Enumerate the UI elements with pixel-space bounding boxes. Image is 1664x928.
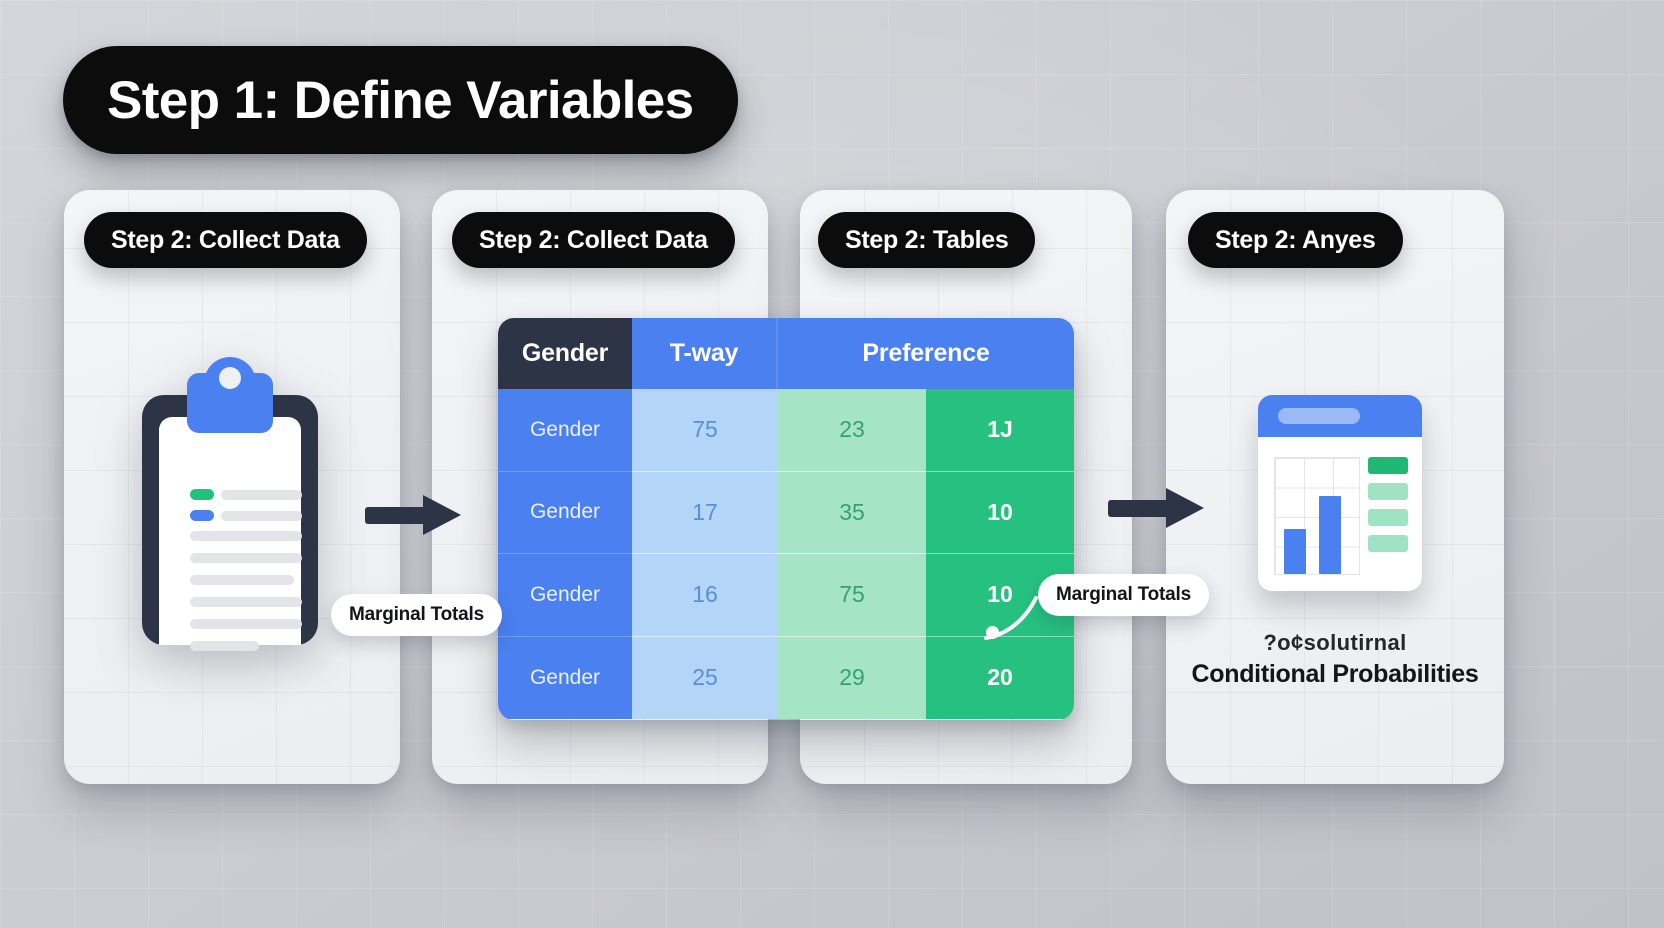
card-header-label-1: Step 2: Collect Data <box>111 225 340 254</box>
contingency-table[interactable]: Gender T-way Preference Gender 75 23 1J … <box>498 318 1074 720</box>
clipboard-page <box>159 417 302 651</box>
callout-marginal-totals-right[interactable]: Marginal Totals <box>1038 574 1209 616</box>
table-cell-value: 16 <box>632 554 778 637</box>
arrow-head <box>423 495 461 535</box>
clipboard-line <box>190 641 260 651</box>
clipboard-bar <box>221 510 302 521</box>
table-cell-label: Gender <box>498 389 632 472</box>
page-title: Step 1: Define Variables <box>63 46 738 154</box>
clipboard-lines <box>190 489 302 663</box>
clipboard-row-blue <box>190 510 302 521</box>
card-header-label-4: Step 2: Anyes <box>1215 225 1376 254</box>
callout-connector-dot <box>986 626 999 639</box>
card-header-label-3: Step 2: Tables <box>845 225 1009 254</box>
clipboard-icon <box>142 357 318 651</box>
step-card-anyes[interactable]: Step 2: Anyes ?o¢solutirnal Conditional … <box>1166 190 1504 784</box>
step-card-collect-data[interactable]: Step 2: Collect Data <box>64 190 400 784</box>
clipboard-line <box>190 531 302 541</box>
table-header-gender: Gender <box>498 318 632 389</box>
arrow-head <box>1166 488 1204 528</box>
clipboard-clip-hole <box>219 367 241 389</box>
clipboard-line <box>190 575 295 585</box>
table-cell-value: 17 <box>632 471 778 554</box>
card-header-pill-1: Step 2: Collect Data <box>84 212 367 268</box>
clipboard-tag-green <box>190 489 214 500</box>
card-header-label-2: Step 2: Collect Data <box>479 225 708 254</box>
table-cell-label: Gender <box>498 554 632 637</box>
chart-card-titlebar-pill <box>1278 408 1360 424</box>
table-cell-value: 29 <box>778 636 926 719</box>
table-row[interactable]: Gender 16 75 10 <box>498 554 1074 637</box>
table-cell-total: 20 <box>926 636 1074 719</box>
callout-label: Marginal Totals <box>349 604 484 625</box>
callout-label: Marginal Totals <box>1056 584 1191 605</box>
caption-line-1: ?o¢solutirnal <box>1263 630 1407 655</box>
clipboard-tag-blue <box>190 510 214 521</box>
callout-marginal-totals-left[interactable]: Marginal Totals <box>331 594 502 636</box>
table-header-tway: T-way <box>632 318 778 389</box>
table-cell-value: 23 <box>778 389 926 472</box>
table-cell-value: 75 <box>632 389 778 472</box>
chart-grid <box>1274 457 1360 575</box>
clipboard-row-green <box>190 489 302 500</box>
arrow-right-icon-2 <box>1108 488 1204 528</box>
table-cell-value: 75 <box>778 554 926 637</box>
arrow-shaft <box>365 507 427 524</box>
clipboard-bar <box>221 489 302 500</box>
arrow-shaft <box>1108 500 1170 517</box>
card-header-pill-4: Step 2: Anyes <box>1188 212 1403 268</box>
table-cell-value: 35 <box>778 471 926 554</box>
chart-legend-row-light <box>1368 509 1408 526</box>
card-header-pill-2: Step 2: Collect Data <box>452 212 735 268</box>
chart-bar-1 <box>1284 529 1306 574</box>
chart-legend-rows <box>1368 457 1408 561</box>
chart-legend-row-dark <box>1368 457 1408 474</box>
chart-card-body <box>1258 437 1422 591</box>
clipboard-line <box>190 597 302 607</box>
chart-bar-2 <box>1319 496 1341 574</box>
chart-card-titlebar <box>1258 395 1422 437</box>
table-row[interactable]: Gender 17 35 10 <box>498 471 1074 554</box>
chart-legend-row-light <box>1368 483 1408 500</box>
table-row[interactable]: Gender 25 29 20 <box>498 636 1074 719</box>
table-cell-total: 10 <box>926 471 1074 554</box>
table-cell-total: 1J <box>926 389 1074 472</box>
table-header-preference: Preference <box>778 318 1074 389</box>
table-row[interactable]: Gender 75 23 1J <box>498 389 1074 472</box>
card-header-pill-3: Step 2: Tables <box>818 212 1036 268</box>
chart-card-icon <box>1258 395 1422 591</box>
chart-legend-row-light <box>1368 535 1408 552</box>
clipboard-line <box>190 619 302 629</box>
table-header-row: Gender T-way Preference <box>498 318 1074 389</box>
table-cell-value: 25 <box>632 636 778 719</box>
page-title-text: Step 1: Define Variables <box>107 70 694 130</box>
table-cell-total: 10 <box>926 554 1074 637</box>
arrow-right-icon-1 <box>365 495 461 535</box>
caption-line-2: Conditional Probabilities <box>1191 660 1479 688</box>
table-cell-label: Gender <box>498 471 632 554</box>
table-cell-label: Gender <box>498 636 632 719</box>
right-card-caption: ?o¢solutirnal Conditional Probabilities <box>1166 630 1504 689</box>
clipboard-line <box>190 553 302 563</box>
